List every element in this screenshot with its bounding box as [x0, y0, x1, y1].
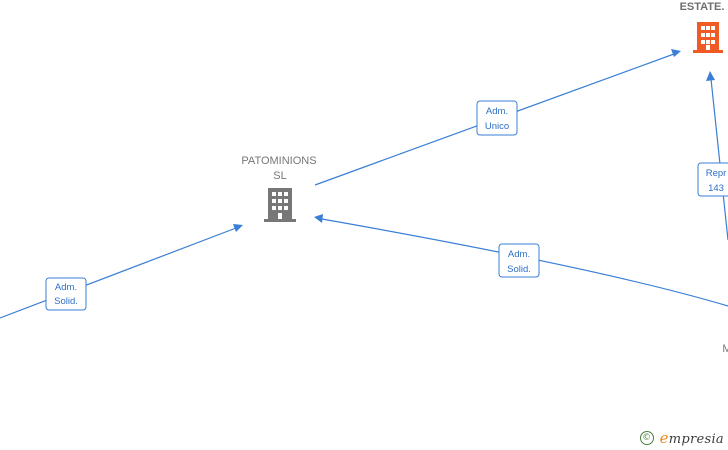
- node-title-line2: SL: [273, 170, 286, 182]
- edge-left-to-center: [0, 224, 243, 319]
- node-title: ESTATE.: [680, 1, 725, 13]
- edge-label-line1: Adm.: [55, 282, 77, 293]
- edge-label-line2: Solid.: [507, 264, 531, 275]
- brand-initial: e: [659, 429, 669, 447]
- node-right-partial[interactable]: M: [722, 343, 728, 355]
- node-title-line1: PATOMINIONS: [241, 155, 316, 167]
- edge-right-to-center: [314, 214, 728, 307]
- footer-brand: © empresia: [639, 429, 724, 447]
- edge-right-to-top: [706, 71, 728, 241]
- copyright-icon: ©: [639, 431, 654, 445]
- brand-name: mpresia: [668, 432, 724, 447]
- edge-label-right-to-center[interactable]: Adm. Solid.: [498, 243, 540, 278]
- building-icon: [264, 188, 296, 222]
- arrowhead: [314, 214, 323, 223]
- node-center[interactable]: PATOMINIONS SL: [241, 155, 317, 222]
- edge-label-line2: Solid.: [54, 296, 78, 307]
- edge-label-right-to-top[interactable]: Repr 143: [697, 162, 728, 197]
- edge-label-line2: 143: [708, 183, 724, 194]
- brand-logo: empresia: [660, 429, 724, 447]
- edge-label-line1: Adm.: [508, 249, 530, 260]
- edge-label-left-to-center[interactable]: Adm. Solid.: [45, 277, 87, 311]
- arrowhead: [671, 49, 681, 57]
- building-icon: [693, 22, 723, 53]
- edge-label-line2: Unico: [485, 121, 509, 132]
- edge-label-line1: Adm.: [486, 106, 508, 117]
- edge-label-line1: Repr: [706, 168, 727, 179]
- node-top-right[interactable]: ESTATE.: [680, 1, 725, 53]
- node-title: M: [722, 343, 728, 355]
- arrowhead: [706, 71, 715, 81]
- arrowhead: [233, 224, 243, 232]
- edge-label-center-to-top[interactable]: Adm. Unico: [476, 100, 518, 136]
